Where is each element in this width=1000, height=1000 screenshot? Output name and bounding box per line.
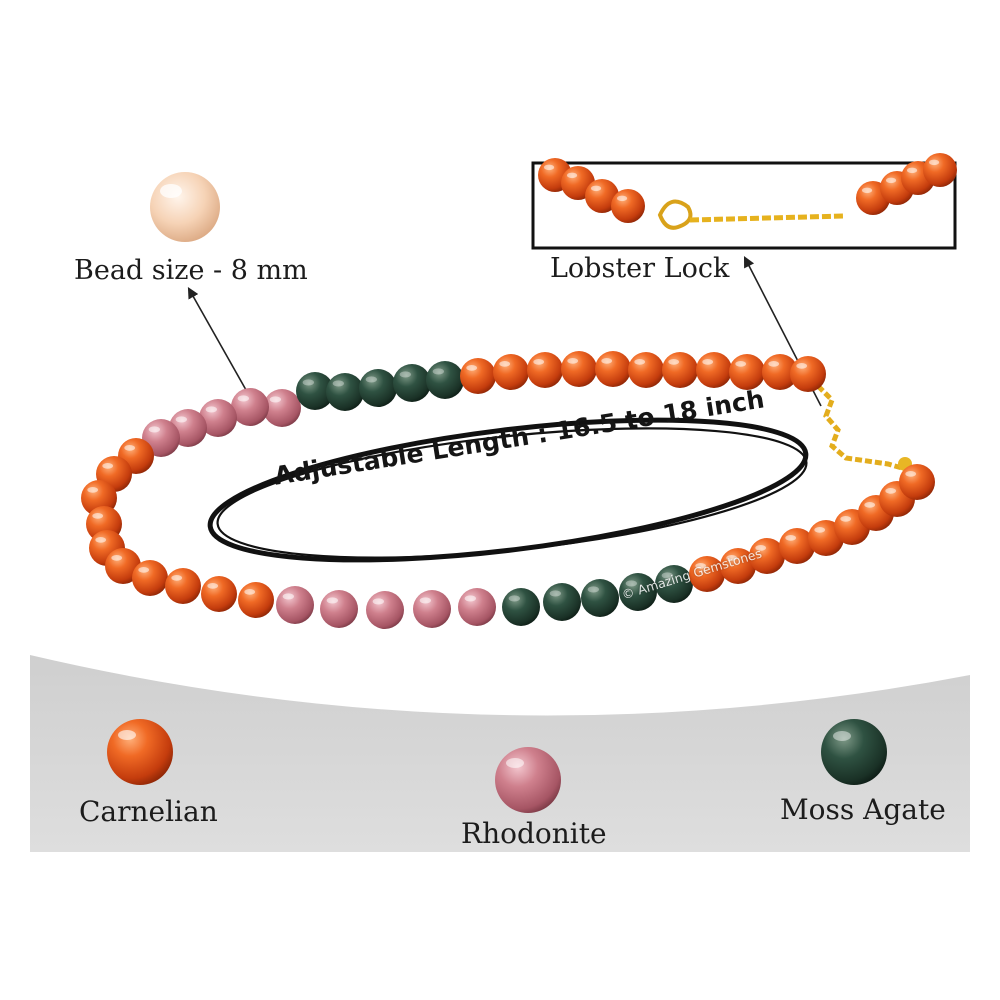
bead xyxy=(132,560,168,596)
bead xyxy=(165,568,201,604)
bead xyxy=(720,548,756,584)
bead-size-arrow-icon xyxy=(187,287,251,398)
bead xyxy=(413,590,451,628)
bead xyxy=(662,352,698,388)
lobster-lock-label: Lobster Lock xyxy=(550,253,730,284)
bead xyxy=(619,573,657,611)
bead xyxy=(762,354,798,390)
bead xyxy=(320,590,358,628)
bead xyxy=(458,588,496,626)
bead xyxy=(238,582,274,618)
bead xyxy=(296,372,334,410)
bead xyxy=(276,586,314,624)
carnelian-label: Carnelian xyxy=(79,795,218,828)
bead xyxy=(655,565,693,603)
bead xyxy=(628,352,664,388)
bead xyxy=(366,591,404,629)
bead xyxy=(201,576,237,612)
bead xyxy=(749,538,785,574)
bead xyxy=(199,399,237,437)
bead xyxy=(779,528,815,564)
bead xyxy=(502,588,540,626)
bead xyxy=(696,352,732,388)
moss-agate-sample-icon xyxy=(821,719,887,785)
moss-agate-label: Moss Agate xyxy=(780,793,946,826)
bead xyxy=(543,583,581,621)
bead xyxy=(393,364,431,402)
bead xyxy=(790,356,826,392)
bead xyxy=(231,388,269,426)
bead xyxy=(493,354,529,390)
grey-backdrop xyxy=(30,655,970,852)
bead xyxy=(326,373,364,411)
necklace-image xyxy=(81,351,935,629)
bead-size-sample-icon xyxy=(150,172,220,242)
bead xyxy=(105,548,141,584)
carnelian-sample-icon xyxy=(107,719,173,785)
bead xyxy=(263,389,301,427)
bead xyxy=(595,351,631,387)
bead xyxy=(426,361,464,399)
rhodonite-label: Rhodonite xyxy=(461,817,607,850)
lobster-lock-inset xyxy=(531,153,957,250)
bead xyxy=(460,358,496,394)
bead xyxy=(923,153,957,187)
bead xyxy=(581,579,619,617)
bead xyxy=(561,351,597,387)
bead xyxy=(585,179,619,213)
bead xyxy=(527,352,563,388)
bead xyxy=(729,354,765,390)
bead xyxy=(359,369,397,407)
rhodonite-sample-icon xyxy=(495,747,561,813)
bead-size-label: Bead size - 8 mm xyxy=(74,255,308,286)
bead xyxy=(899,464,935,500)
bead xyxy=(689,556,725,592)
bead xyxy=(611,189,645,223)
